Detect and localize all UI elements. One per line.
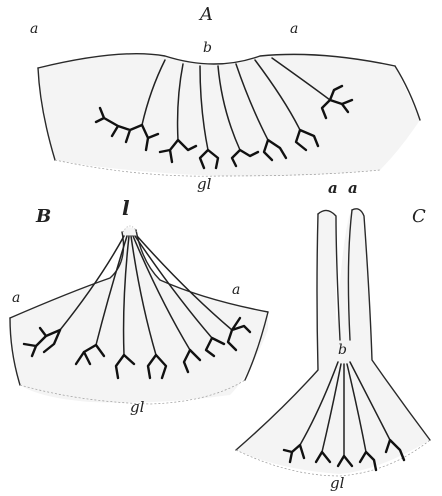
figure-b-label-l: l [122, 196, 130, 220]
figure-b-label-a-right: a [232, 282, 240, 298]
figure-a-label-a-right: a [290, 21, 298, 37]
figure-b: B l a a gl [10, 196, 268, 416]
figure-b-label-gl: gl [130, 398, 145, 416]
figure-c-label-gl: gl [330, 474, 345, 492]
figure-a-label-b: b [203, 40, 212, 56]
figure-a-tissue [38, 54, 420, 177]
figure-c-label-b: b [338, 342, 347, 358]
figure-b-tissue [10, 227, 268, 402]
figure-c-tissue [236, 210, 430, 474]
figure-a-label-a-left: a [30, 21, 38, 37]
figure-b-title: B [35, 206, 51, 227]
figure-c-label-a-right: a [348, 179, 358, 197]
figure-a: A a a b gl [30, 4, 420, 193]
figure-b-label-a-left: a [12, 290, 20, 306]
figure-c-title: C [412, 206, 426, 227]
figure-a-label-gl: gl [197, 175, 212, 193]
figure-c-label-a-left: a [328, 179, 338, 197]
figure-a-title: A [198, 4, 213, 25]
